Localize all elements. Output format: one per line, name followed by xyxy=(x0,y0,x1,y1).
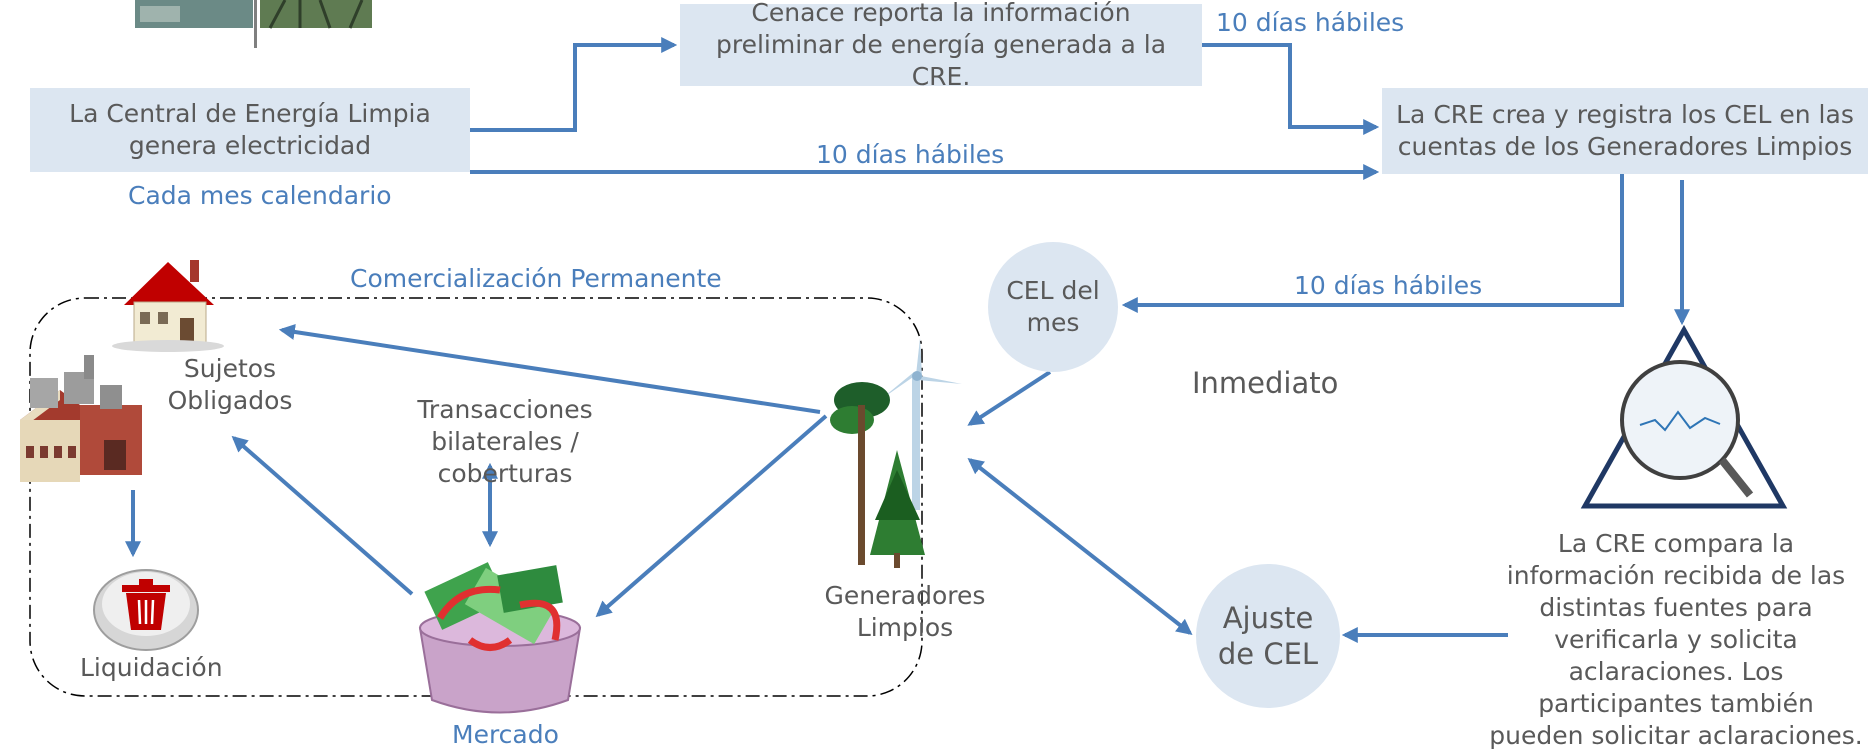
inmediato-label: Inmediato xyxy=(1192,366,1339,400)
house-icon xyxy=(112,260,224,352)
factory-icon xyxy=(20,355,142,482)
comercializacion-label: Comercialización Permanente xyxy=(350,264,722,293)
central-box: La Central de Energía Limpia genera elec… xyxy=(30,88,470,172)
arrow-central-to-cenace xyxy=(470,37,678,132)
cel-del-mes-circle: CEL del mes xyxy=(988,242,1118,372)
wind-turbine-icon xyxy=(830,338,962,568)
arrow-generadores-to-sujetos xyxy=(278,324,821,414)
central-label: La Central de Energía Limpia genera elec… xyxy=(69,99,431,160)
arrow-cre-to-cel-mes xyxy=(1121,174,1624,313)
cenace-label: Cenace reporta la información preliminar… xyxy=(715,0,1167,91)
power-plant-photo xyxy=(135,0,372,48)
ajuste-cel-label: Ajuste de CEL xyxy=(1217,601,1319,671)
arrow-mercado-to-sujetos xyxy=(231,435,414,596)
dias-label-cenace: 10 días hábiles xyxy=(1216,8,1405,37)
dias-label-central: 10 días hábiles xyxy=(816,140,1005,169)
cre-crea-box: La CRE crea y registra los CEL en las cu… xyxy=(1382,88,1868,174)
mercado-label: Mercado xyxy=(452,720,559,749)
arrow-cenace-to-cre xyxy=(1202,43,1380,135)
sujetos-label: Sujetos Obligados xyxy=(167,354,293,415)
arrow-generadores-to-mercado xyxy=(595,414,828,618)
cenace-box: Cenace reporta la información preliminar… xyxy=(680,0,1202,91)
cre-compara-label: La CRE compara la información recibida d… xyxy=(1489,529,1863,750)
trash-icon xyxy=(93,569,199,651)
arrows xyxy=(125,37,1690,643)
magnifier-triangle-icon xyxy=(1580,324,1788,509)
dias-label-cel: 10 días hábiles xyxy=(1294,271,1483,300)
cre-crea-label: La CRE crea y registra los CEL en las cu… xyxy=(1396,100,1854,161)
generadores-label: Generadores Limpios xyxy=(824,581,986,642)
cada-mes-label: Cada mes calendario xyxy=(128,181,392,210)
cel-del-mes-label: CEL del mes xyxy=(1006,276,1100,337)
money-basket-icon xyxy=(418,562,582,714)
liquidacion-label: Liquidación xyxy=(80,653,223,682)
ajuste-cel-circle: Ajuste de CEL xyxy=(1196,564,1340,708)
arrow-cel-mes-to-generadores xyxy=(967,370,1052,426)
arrow-generadores-ajuste xyxy=(967,458,1193,635)
transacciones-label: Transacciones bilaterales / coberturas xyxy=(417,395,593,488)
